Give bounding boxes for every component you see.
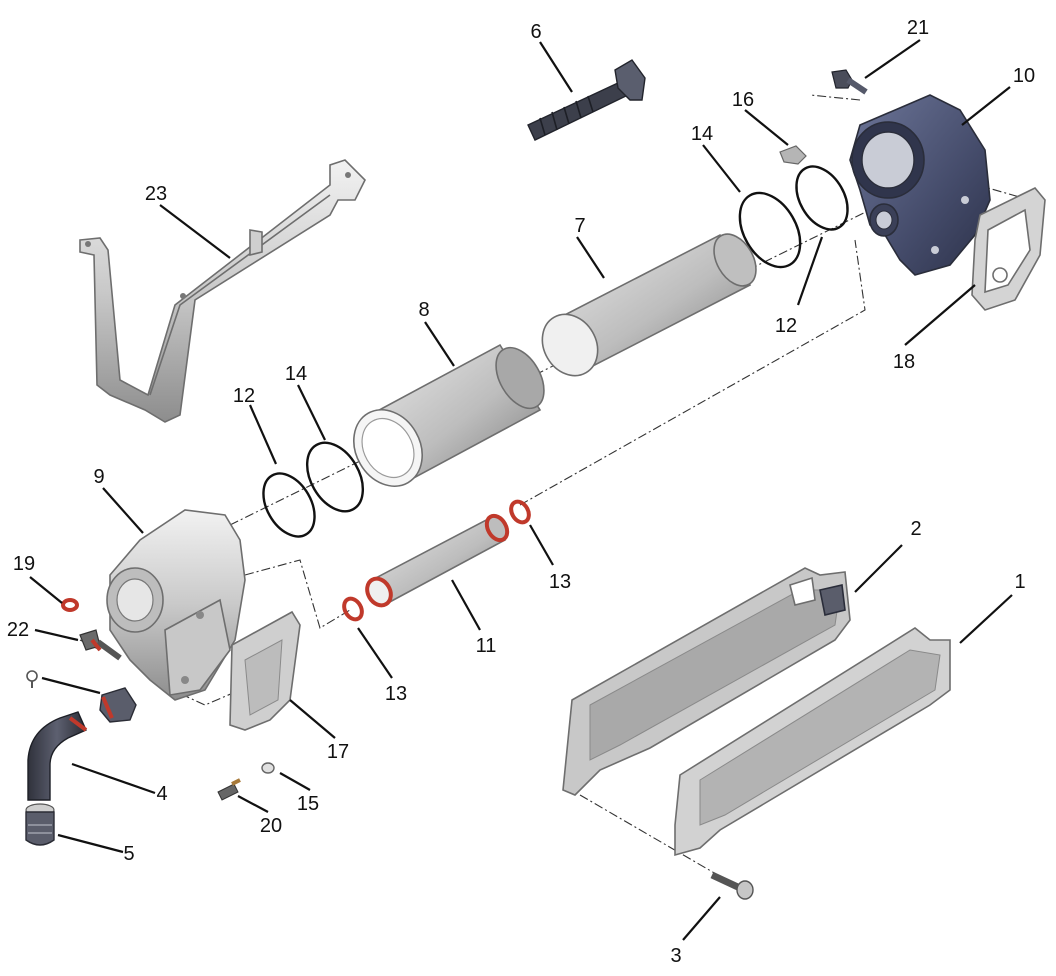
clamp-small [26, 670, 38, 688]
callout-16: 16 [732, 89, 754, 111]
callout-3: 3 [670, 945, 681, 967]
inlet-housing-part-9 [106, 509, 246, 701]
hose-part-4 [27, 711, 88, 801]
cartridge-part-8 [353, 343, 545, 487]
callout-8: 8 [418, 299, 429, 321]
callout-6: 6 [530, 21, 541, 43]
o-ring-part-14-right [738, 191, 802, 269]
callout-5: 5 [123, 843, 134, 865]
callout-12-left: 12 [233, 385, 255, 407]
callout-13-left: 13 [385, 683, 407, 705]
washer-part-15 [261, 762, 275, 774]
callout-labels: 1 2 3 4 5 6 7 8 9 10 11 12 12 13 13 14 1… [7, 17, 1035, 967]
fitting-part-5 [25, 803, 55, 846]
gasket-part-18 [971, 187, 1046, 311]
plug-part-22 [79, 629, 122, 661]
support-bracket-part-23 [79, 159, 366, 423]
callout-20: 20 [260, 815, 282, 837]
seal-part-13-upper [509, 499, 531, 525]
callout-7: 7 [574, 215, 585, 237]
bolt-part-20 [217, 778, 241, 801]
callout-14-left: 14 [285, 363, 307, 385]
clip-part-16 [779, 145, 807, 165]
leader-lines [29, 39, 1013, 941]
callout-11: 11 [476, 635, 497, 657]
callout-1: 1 [1014, 571, 1025, 593]
o-ring-part-12-right [795, 165, 849, 231]
o-ring-part-12-left [262, 472, 316, 538]
callout-4: 4 [156, 783, 167, 805]
callout-12-right: 12 [775, 315, 797, 337]
callout-15: 15 [297, 793, 319, 815]
outlet-housing-part-10 [849, 94, 991, 276]
callout-18: 18 [893, 351, 915, 373]
o-ring-part-14-left [305, 441, 365, 513]
callout-17: 17 [327, 741, 349, 763]
hose-connector [99, 687, 137, 723]
callout-21: 21 [907, 17, 929, 39]
callout-14-right: 14 [691, 123, 713, 145]
cover-plate-part-2 [562, 567, 851, 796]
bolt-part-21 [831, 69, 868, 95]
seal-part-13-lower [342, 596, 364, 622]
callout-9: 9 [93, 466, 104, 488]
callout-23: 23 [145, 183, 167, 205]
callout-22: 22 [7, 619, 29, 641]
plate-part-17 [229, 610, 301, 731]
bolt-part-3 [710, 871, 754, 900]
cover-plate-part-1 [674, 627, 951, 857]
washer-part-19 [61, 598, 79, 612]
callout-13-right: 13 [549, 571, 571, 593]
callout-10: 10 [1013, 65, 1035, 87]
callout-19: 19 [13, 553, 35, 575]
pipe-part-7 [541, 233, 757, 377]
callout-2: 2 [910, 518, 921, 540]
sensor-probe-part-6 [527, 59, 646, 141]
connecting-pipe-part-11 [365, 513, 510, 608]
